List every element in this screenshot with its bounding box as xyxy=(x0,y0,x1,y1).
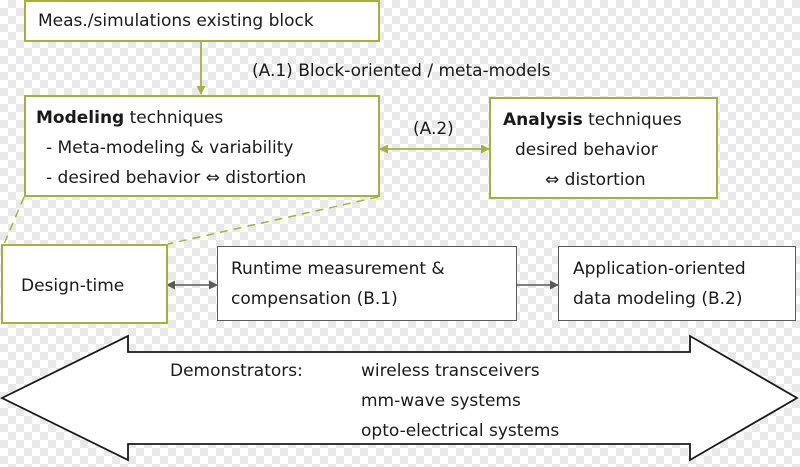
runtime-line2: compensation (B.1) xyxy=(231,289,398,309)
analysis-title-bold: Analysis xyxy=(503,110,583,130)
demonstrators-item-1: wireless transceivers xyxy=(361,361,540,381)
demonstrators-item-2: mm-wave systems xyxy=(361,391,521,411)
demonstrators-double-arrow xyxy=(0,334,799,462)
label-a2: (A.2) xyxy=(413,119,454,139)
demonstrators-label: Demonstrators: xyxy=(170,361,303,381)
label-a1: (A.1) Block-oriented / meta-models xyxy=(252,61,551,81)
runtime-line1: Runtime measurement & xyxy=(231,259,445,279)
analysis-block-title: Analysis techniques xyxy=(503,105,716,135)
modeling-block-line2: - Meta-modeling & variability xyxy=(46,138,294,158)
zoom-line-right xyxy=(167,196,379,245)
design-time-block: Design-time xyxy=(1,244,168,324)
meas-block-label: Meas./simulations existing block xyxy=(38,11,314,31)
modeling-block-line3: - desired behavior ⇔ distortion xyxy=(46,168,307,188)
demonstrators-item-3: opto-electrical systems xyxy=(361,421,560,441)
modeling-block: Modeling techniques - Meta-modeling & va… xyxy=(24,95,380,197)
analysis-block: Analysis techniques desired behavior ⇔ d… xyxy=(489,97,718,199)
analysis-title-rest: techniques xyxy=(582,110,682,130)
design-time-label: Design-time xyxy=(21,276,125,296)
modeling-title-rest: techniques xyxy=(124,108,224,128)
modeling-block-title: Modeling techniques xyxy=(36,103,378,133)
modeling-title-bold: Modeling xyxy=(36,108,125,128)
analysis-block-line3: ⇔ distortion xyxy=(545,170,646,190)
runtime-block: Runtime measurement & compensation (B.1) xyxy=(217,246,517,321)
application-line2: data modeling (B.2) xyxy=(573,289,743,309)
application-block: Application-oriented data modeling (B.2) xyxy=(558,246,796,321)
application-line1: Application-oriented xyxy=(573,259,746,279)
meas-block: Meas./simulations existing block xyxy=(24,0,380,42)
analysis-block-line2: desired behavior xyxy=(515,140,658,160)
zoom-line-left xyxy=(3,196,25,245)
